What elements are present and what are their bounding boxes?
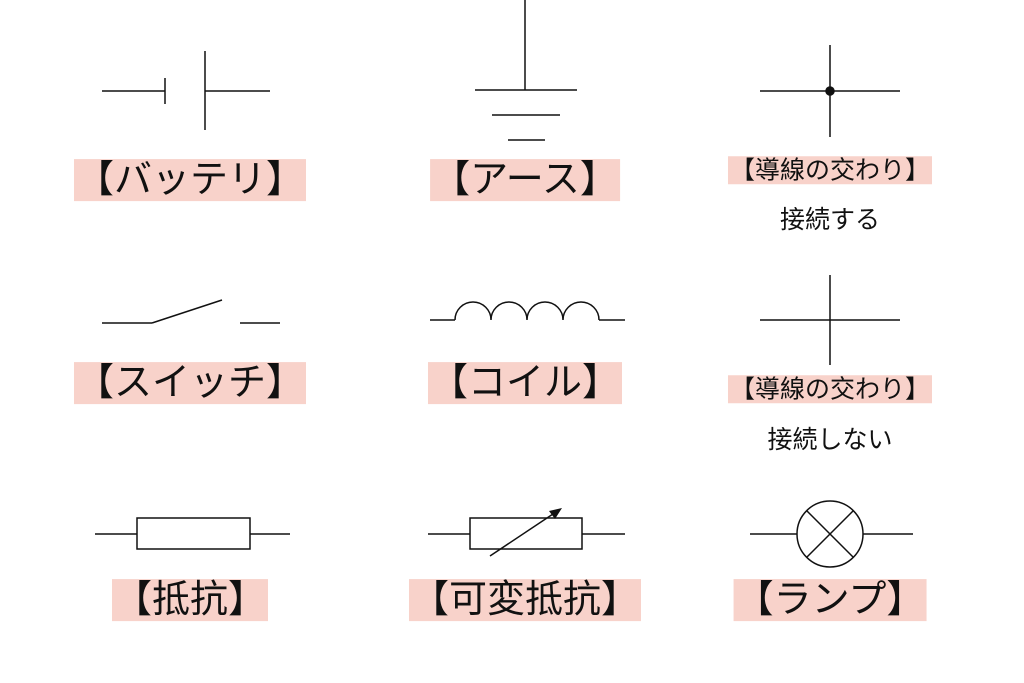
lamp-symbol [750, 500, 913, 568]
resistor-label: 【抵抗】 [111, 577, 269, 622]
resistor-symbol [95, 517, 290, 550]
earth-label: 【アース】 [430, 157, 620, 202]
earth-symbol [475, 0, 577, 141]
coil-symbol [430, 301, 625, 321]
battery-symbol [102, 51, 270, 130]
variable-resistor-label: 【可変抵抗】 [408, 577, 642, 622]
switch-symbol [102, 299, 280, 324]
junction-connected-symbol [760, 45, 900, 137]
junction-connected-label: 【導線の交わり】 [727, 155, 933, 185]
junction-connected-note: 接続する [779, 205, 881, 234]
battery-label: 【バッテリ】 [73, 157, 307, 202]
junction-not-connected-label: 【導線の交わり】 [727, 374, 933, 404]
junction-not-connected-symbol [760, 275, 900, 365]
switch-label: 【スイッチ】 [73, 360, 307, 405]
lamp-label: 【ランプ】 [733, 577, 927, 622]
coil-label: 【コイル】 [427, 360, 623, 405]
junction-not-connected-note: 接続しない [767, 425, 893, 454]
variable-resistor-symbol [428, 508, 625, 557]
